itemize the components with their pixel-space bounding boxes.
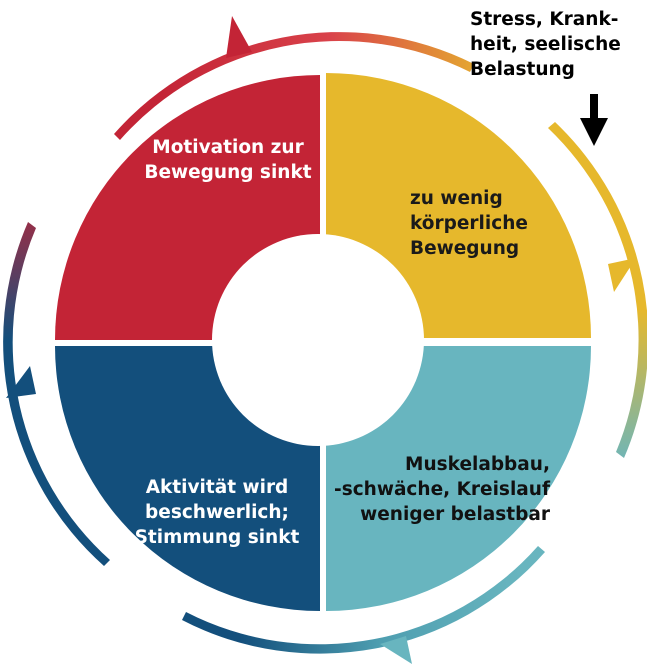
label-bewegung: zu wenig körperliche Bewegung — [410, 186, 528, 261]
label-line: körperliche — [410, 213, 528, 234]
arrowhead-right — [608, 258, 636, 292]
label-line: Bewegung — [410, 238, 520, 259]
label-line: weniger belastbar — [360, 504, 550, 525]
label-line: Stimmung sinkt — [134, 527, 300, 548]
label-stress-trigger: Stress, Krank- heit, seelische Belastung — [470, 7, 621, 82]
cycle-arc-left — [3, 222, 110, 566]
label-line: Aktivität wird — [145, 477, 289, 498]
label-line: Bewegung sinkt — [144, 162, 312, 183]
label-line: Motivation zur — [152, 137, 304, 158]
arrowhead-top — [226, 16, 252, 58]
label-line: -schwäche, Kreislauf — [334, 479, 550, 500]
label-line: beschwerlich; — [145, 502, 289, 523]
label-line: heit, seelische — [470, 34, 621, 55]
down-arrow-icon — [580, 94, 608, 146]
arrowhead-bottom — [380, 636, 412, 664]
cycle-arc-right — [548, 122, 647, 458]
label-aktivitaet: Aktivität wird beschwerlich; Stimmung si… — [128, 475, 306, 550]
label-muskelabbau: Muskelabbau, -schwäche, Kreislauf wenige… — [318, 452, 550, 527]
label-motivation: Motivation zur Bewegung sinkt — [138, 135, 318, 185]
center-hole — [212, 234, 424, 446]
label-line: zu wenig — [410, 188, 503, 209]
label-line: Stress, Krank- — [470, 9, 619, 30]
arrowhead-left — [6, 366, 36, 398]
label-line: Belastung — [470, 59, 575, 80]
label-line: Muskelabbau, — [405, 454, 550, 475]
